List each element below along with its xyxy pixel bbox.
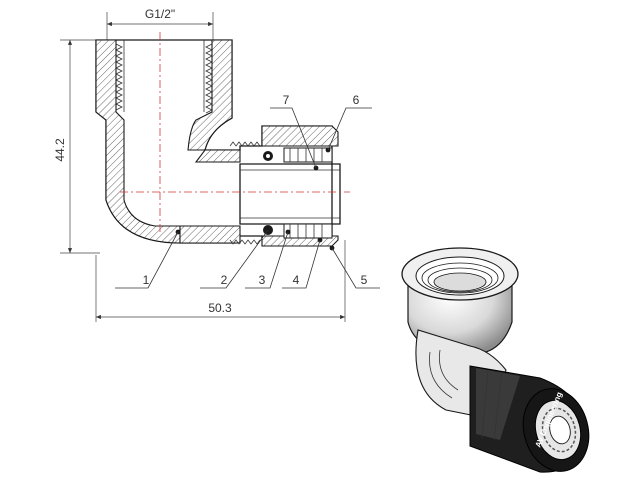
insert-sleeve <box>239 163 341 225</box>
length-dimension: 50.3 <box>95 240 346 322</box>
thread-dimension: G1/2" <box>106 7 214 40</box>
elbow-fitting-render: AV Engineering <box>401 247 590 473</box>
height-label: 44.2 <box>53 138 67 162</box>
height-dimension: 44.2 <box>53 39 100 254</box>
union-nut-top <box>261 125 339 147</box>
socket-wall-left <box>95 39 181 244</box>
grip-ring-top <box>263 147 333 163</box>
socket-wall-right <box>187 39 233 151</box>
callout-6: 6 <box>353 93 360 107</box>
body-external-thread <box>229 141 261 245</box>
callout-1: 1 <box>143 273 150 287</box>
bore-wall-bottom <box>179 225 241 244</box>
callout-5: 5 <box>361 273 368 287</box>
bore-wall-top <box>194 149 241 163</box>
grip-ring-bottom <box>263 223 333 239</box>
callout-4: 4 <box>293 273 300 287</box>
length-label: 50.3 <box>208 301 232 315</box>
internal-thread <box>115 40 213 114</box>
callout-7: 7 <box>283 93 290 107</box>
callout-3: 3 <box>259 273 266 287</box>
callout-2: 2 <box>221 273 228 287</box>
callout-leaders <box>115 107 380 289</box>
elbow-section-view: 1 2 3 4 5 6 7 <box>95 32 380 289</box>
thread-size-label: G1/2" <box>145 7 175 21</box>
